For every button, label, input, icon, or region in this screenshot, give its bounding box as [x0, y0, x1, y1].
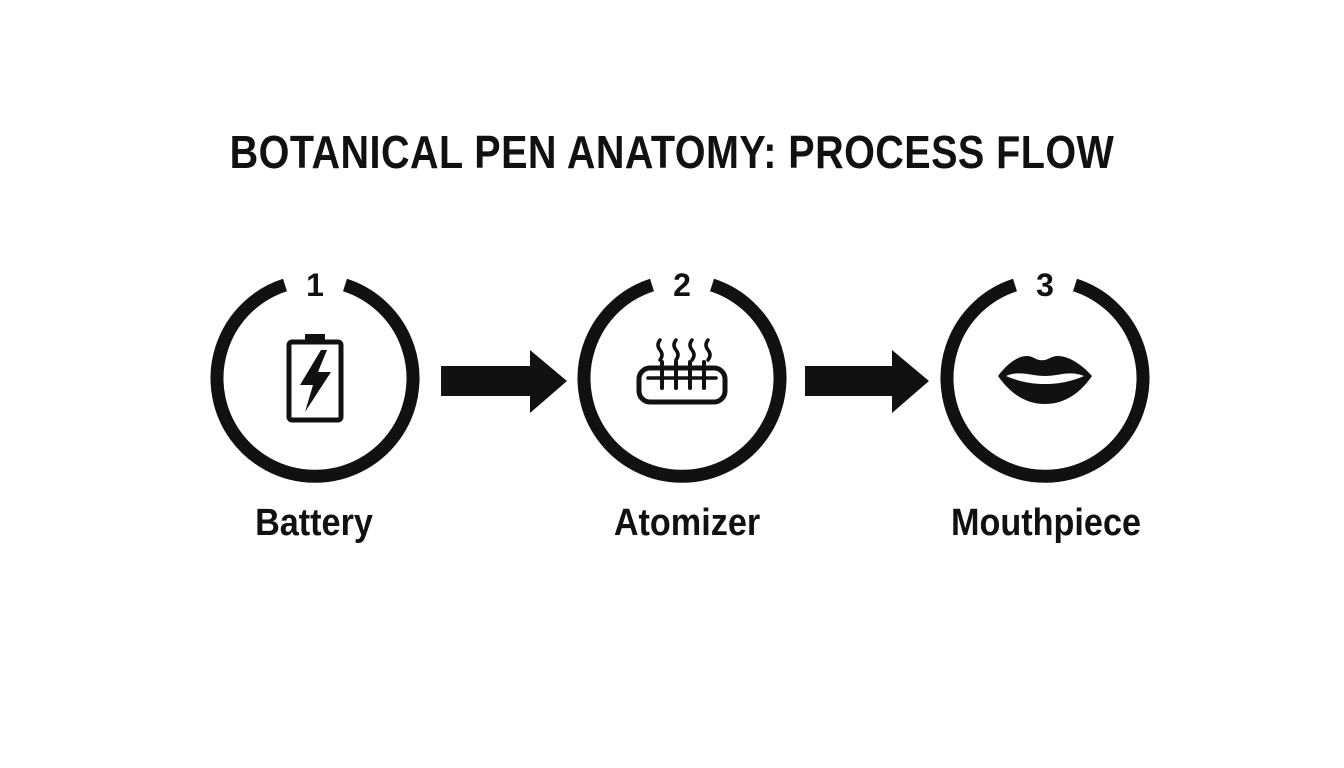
arrow-1-to-2: [441, 350, 567, 413]
step-3-ring: [940, 278, 1150, 483]
step-3-number: 3: [1036, 267, 1054, 303]
step-2-number: 2: [673, 267, 691, 303]
arrow-2-to-3: [805, 350, 929, 413]
step-1-number: 1: [306, 267, 324, 303]
lips-icon: [998, 356, 1092, 404]
step-1-node: 1: [210, 267, 420, 483]
step-1-label: Battery: [255, 502, 373, 544]
heating-coil-icon: [636, 338, 728, 405]
step-3-label: Mouthpiece: [950, 502, 1142, 544]
step-2-ring: [577, 278, 787, 483]
step-1-ring: [210, 278, 420, 483]
battery-icon: [286, 334, 344, 423]
page-title: BOTANICAL PEN ANATOMY: PROCESS FLOW: [229, 126, 1115, 178]
step-2-label: Atomizer: [613, 502, 761, 544]
step-3-node: 3: [940, 267, 1150, 483]
step-2-node: 2: [577, 267, 787, 483]
